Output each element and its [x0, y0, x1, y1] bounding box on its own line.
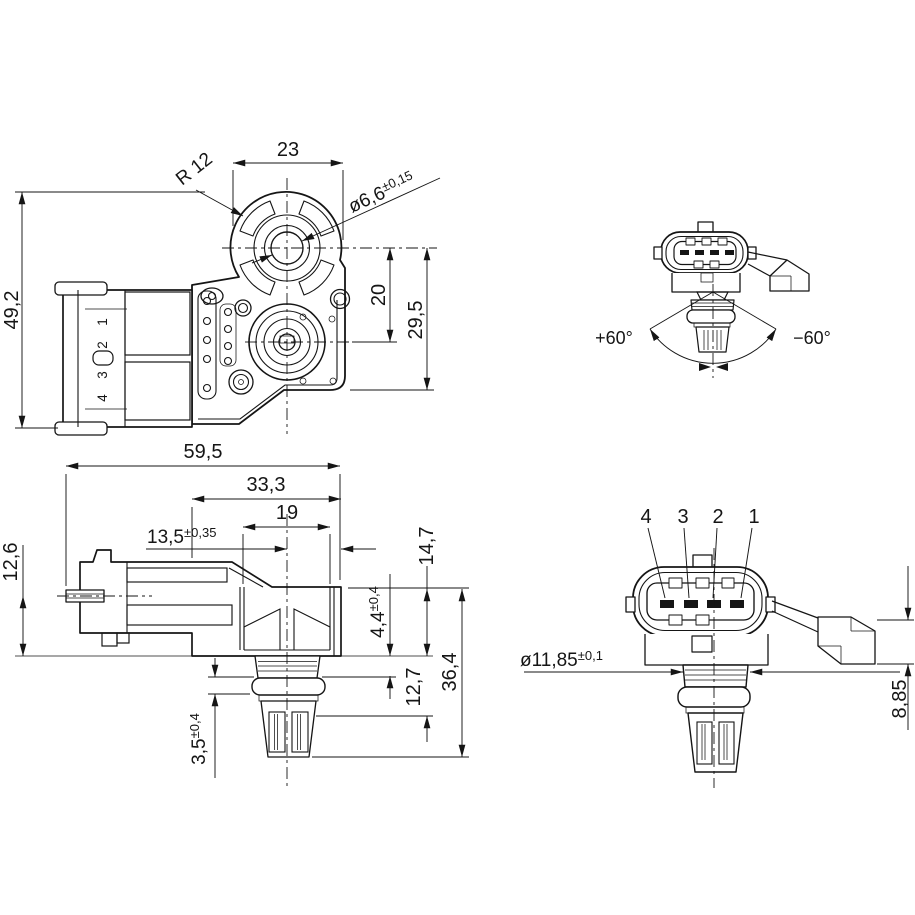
dim-bracket-height: 8,85: [889, 680, 911, 719]
swivel-view: +60° −60°: [595, 221, 831, 378]
dim-oring: 3,5±0,4: [187, 713, 210, 765]
pin-contact: [680, 250, 689, 255]
dim-head-width: 23: [277, 139, 299, 161]
dim-hole-to-bottom: 29,5: [405, 301, 427, 340]
dim-connector-height: 12,6: [0, 543, 22, 582]
angle-plus-label: +60°: [595, 328, 633, 348]
dim-port-width: 19: [276, 502, 298, 524]
o-ring: [251, 677, 326, 696]
side-view: 59,5 33,3 19 13,5±0,35 12,6 14,7 4,4±0,4…: [0, 441, 469, 790]
top-view: 1 2 3 4 23 R 12 ø6,6±0,15 49,2 20 29,5: [1, 139, 441, 436]
pin-contact: [695, 250, 704, 255]
pin-number-2: 2: [712, 506, 723, 528]
pin-contact-1: [730, 600, 744, 608]
pin-label-1: 1: [95, 318, 110, 326]
front-view: 4 3 2 1 ø11,85±0,1 8,85: [520, 506, 914, 788]
pin-contact: [710, 250, 719, 255]
connector-key-slot: [92, 350, 114, 366]
side-outline: [79, 549, 342, 657]
dim-total-height: 36,4: [439, 653, 461, 692]
dim-insert-depth: 12,7: [403, 668, 425, 707]
dim-overall-height: 49,2: [1, 291, 23, 330]
pin-label-2: 2: [95, 341, 110, 349]
dim-center-to-edge: 13,5±0,35: [147, 525, 216, 548]
pin-label-3: 3: [95, 371, 110, 379]
pin-contact-3: [684, 600, 698, 608]
dim-radius: R 12: [172, 149, 217, 190]
dim-collar: 4,4±0,4: [366, 586, 389, 638]
pin-number-4: 4: [640, 506, 651, 528]
mounting-bracket-front: [771, 600, 876, 665]
dim-hole-to-port: 20: [368, 284, 390, 306]
dim-flange-height: 14,7: [416, 527, 438, 566]
dim-total-width: 59,5: [184, 441, 223, 463]
dim-hole-diameter: ø6,6±0,15: [345, 167, 419, 217]
pin-label-4: 4: [95, 394, 110, 402]
dim-barrel-diameter: ø11,85±0,1: [520, 648, 603, 671]
dim-body-width: 33,3: [247, 474, 286, 496]
pin-number-3: 3: [677, 506, 688, 528]
pin-contact: [725, 250, 734, 255]
connector-top-view: 1 2 3 4: [54, 281, 193, 436]
pin-number-1: 1: [748, 506, 759, 528]
pin-contact-4: [660, 600, 674, 608]
mounting-bracket: [747, 251, 810, 292]
angle-minus-label: −60°: [793, 328, 831, 348]
